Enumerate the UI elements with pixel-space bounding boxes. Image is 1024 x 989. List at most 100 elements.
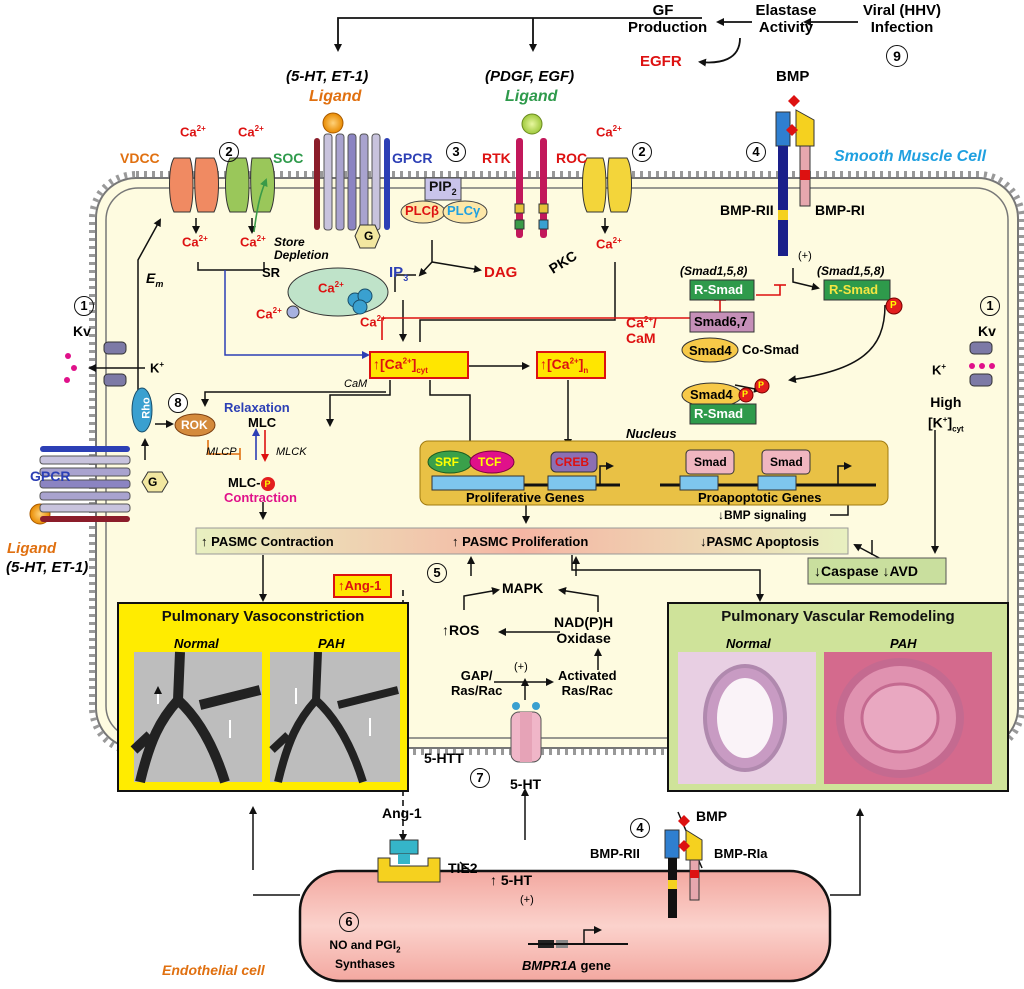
- top-signaling-arrows: [334, 17, 858, 67]
- smad67-box: [689, 311, 755, 333]
- positive-effect-label: (+): [514, 661, 528, 673]
- r-smad-box-left: [689, 279, 755, 301]
- ca-n-box: [536, 351, 606, 379]
- proliferative-genes-label: Proliferative Genes: [466, 490, 585, 505]
- ligand-left-label: Ligand: [309, 88, 362, 105]
- k-ion-label-right: K+: [932, 362, 947, 378]
- remodeling-title: Pulmonary Vascular Remodeling: [721, 608, 955, 625]
- bmp-ri-label-top: BMP-RI: [815, 202, 865, 218]
- vdcc-label: VDCC: [120, 150, 160, 166]
- sr-label: SR: [262, 265, 281, 280]
- vasoconstriction-title: Pulmonary Vasoconstriction: [161, 608, 365, 625]
- step-4-marker-top: 4: [746, 142, 766, 162]
- smad4-oval: [681, 337, 739, 363]
- ligand-right-label: Ligand: [505, 88, 558, 105]
- smad-label-1: Smad: [694, 455, 727, 469]
- endothelial-cell-title: Endothelial cell: [162, 962, 265, 978]
- mlcp-label: MLCP: [206, 446, 237, 458]
- ca-n-label: ↑[Ca2+]n: [540, 356, 589, 375]
- ang1-label: Ang-1: [382, 805, 422, 821]
- step-5-marker: 5: [427, 563, 447, 583]
- vasoconstriction-panel: [117, 602, 409, 792]
- serotonin-label: 5-HT: [510, 776, 542, 792]
- ang1-box: [333, 574, 392, 598]
- plc-gamma-label: PLCγ: [447, 203, 481, 218]
- smad4-label: Smad4: [689, 343, 732, 358]
- g-protein-label-lower: G: [148, 475, 158, 489]
- k-ion-label-left: K+: [150, 360, 165, 376]
- ca-label-inside-2: Ca2+: [240, 234, 266, 250]
- kv-label-left: Kv: [73, 323, 91, 339]
- ca-label-sr-in: Ca2+: [256, 306, 282, 322]
- endo-5ht-label: ↑ 5-HT: [490, 872, 532, 888]
- vdcc-channel: [169, 157, 219, 213]
- ang1-up-label: ↑Ang-1: [338, 578, 382, 593]
- step-1-marker-right: 1: [980, 296, 1000, 316]
- contraction-label: Contraction: [224, 490, 297, 505]
- gpcr-receptor-lower: [29, 387, 169, 525]
- phospho-label-3: P: [758, 380, 765, 390]
- mlck-label: MLCK: [276, 446, 307, 458]
- ca-label-inside-3: Ca2+: [596, 236, 622, 252]
- ca-cam-label: Ca2+/CaM: [626, 314, 657, 346]
- r-smad-box-right: [823, 279, 891, 301]
- step-2-marker-left: 2: [219, 142, 239, 162]
- bmp-receptors-top: [775, 95, 815, 256]
- bmp-rii-label-top: BMP-RII: [720, 202, 774, 218]
- tie2-label: TIE2: [448, 860, 478, 876]
- roc-label: ROC: [556, 150, 588, 166]
- remodeling-panel: [667, 602, 1009, 792]
- gpcr-receptor-top: [314, 112, 390, 249]
- tcf-label: TCF: [478, 455, 502, 469]
- relaxation-label: Relaxation: [224, 400, 290, 415]
- serotonin-transporter: [510, 702, 542, 763]
- mapk-label: MAPK: [502, 580, 544, 596]
- smad158-label-right: (Smad1,5,8): [817, 264, 885, 278]
- step-6-marker: 6: [339, 912, 359, 932]
- bmpr1a-gene-label: BMPR1A gene: [522, 958, 611, 973]
- rho-label: Rho: [140, 397, 153, 419]
- pip2-plc-complex: [400, 177, 488, 224]
- normal-label-right: Normal: [726, 636, 771, 651]
- pip2-label: PIP2: [429, 178, 457, 197]
- ligand-left-names: (5-HT, ET-1): [286, 68, 369, 85]
- step-4-marker-lower: 4: [630, 818, 650, 838]
- smad67-label: Smad6,7: [694, 314, 748, 329]
- phospho-label-1: P: [890, 300, 897, 311]
- rok-label: ROK: [181, 418, 208, 432]
- plc-beta-label: PLCβ: [405, 203, 439, 218]
- kv-channel-left: [64, 341, 127, 387]
- viral-infection-label: Viral (HHV)Infection: [862, 2, 942, 36]
- nucleus: [419, 440, 889, 506]
- normal-label-left: Normal: [174, 636, 219, 651]
- cam-label: CaM: [344, 378, 368, 390]
- ligand-right-names: (PDGF, EGF): [485, 68, 575, 85]
- rok-kinase: [174, 413, 216, 437]
- step-7-marker: 7: [470, 768, 490, 788]
- ca-cyt-label: ↑[Ca2+]cyt: [373, 356, 428, 375]
- bmp-lower-label: BMP: [696, 808, 728, 824]
- pah-label-left: PAH: [318, 636, 345, 651]
- ligand-lower-names: (5-HT, ET-1): [6, 559, 89, 576]
- ros-label: ↑ROS: [442, 622, 480, 638]
- dag-label: DAG: [484, 264, 518, 281]
- endo-positive-label: (+): [520, 894, 534, 906]
- ca-label-sr-out: Ca2+: [360, 314, 386, 330]
- nucleus-label: Nucleus: [626, 426, 677, 441]
- pasmc-proliferation-label: ↑ PASMC Proliferation: [452, 534, 589, 549]
- kv-channel-right: [969, 341, 995, 387]
- caspase-avd-box: [807, 557, 947, 585]
- smad4-complex-label: Smad4: [690, 387, 733, 402]
- gpcr-label: GPCR: [392, 150, 433, 166]
- step-9-marker: 9: [886, 45, 908, 67]
- ca-label-vdcc: Ca2+: [180, 124, 206, 140]
- pasmc-apoptosis-label: ↓PASMC Apoptosis: [700, 534, 820, 549]
- step-8-marker: 8: [168, 393, 188, 413]
- srf-label: SRF: [435, 455, 459, 469]
- step-3-marker: 3: [446, 142, 466, 162]
